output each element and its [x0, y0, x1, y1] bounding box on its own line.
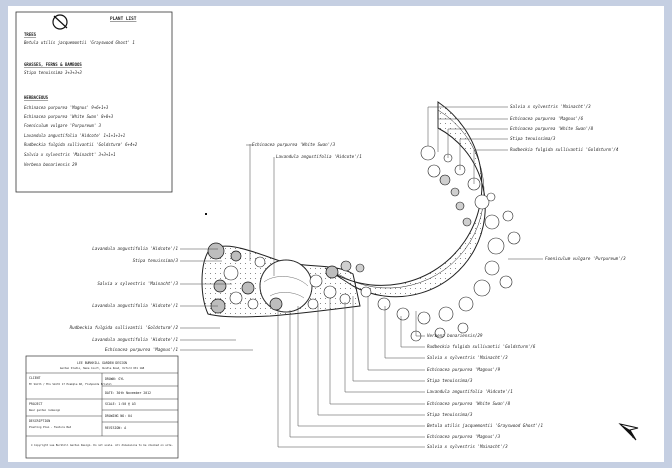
plant-item: Foeniculum vulgare 'Purpureum' 3: [24, 123, 102, 128]
title-block: LEE BURKHILL GARDEN DESIGN Garden Studio…: [25, 355, 179, 459]
plant-list: PLANT LIST TREES Betula utilis jacquemon…: [15, 11, 173, 193]
company-address: Garden Studio, Nene Court, Oundle Road, …: [60, 366, 145, 370]
plant-label: Betula utilis jacquemontii 'Grayswood Gh…: [427, 423, 543, 428]
plant-item: Betula utilis jacquemontii 'Grayswood Gh…: [24, 40, 135, 45]
plant-label: Stipa tenuissima/3: [427, 378, 473, 383]
plant-item: Echinacea purpurea 'Magnus' 9+6+1+3: [24, 105, 109, 110]
plant-item: Lavandula angustifolia 'Hidcote' 1+1+1+1…: [24, 133, 125, 138]
leader-lines: [180, 106, 543, 448]
plant-label: Stipa tenuissima/3: [427, 412, 473, 417]
tb-value: DATE: 30th November 2012: [105, 391, 151, 395]
plant-label: Lavandula angustifolia 'Hidcote'/1: [427, 389, 513, 394]
section-heading: GRASSES, FERNS & BAMBOOS: [24, 62, 82, 67]
tb-value: REVISION: A: [105, 426, 126, 430]
tb-value: Rear garden redesign: [29, 408, 61, 412]
plant-label: Salvia x sylvestris 'Mainacht'/3: [510, 104, 591, 109]
north-arrow-icon: N: [618, 423, 639, 441]
plant-label: Echinacea purpurea 'White Swan'/8: [510, 126, 594, 131]
plant-label: Lavandula angustifolia 'Hidcote'/1: [276, 154, 362, 159]
plant-label: Verbena bonariensis/29: [427, 333, 483, 338]
plant-label: Echinacea purpurea 'White Swan'/3: [252, 142, 336, 147]
plant-label: Stipa tenuissima/3: [510, 136, 556, 141]
section-heading: TREES: [24, 32, 37, 37]
tb-value: DRAWING NO: 04: [105, 414, 132, 418]
plant-label: Rudbeckia fulgida sullivantii 'Goldsturm…: [427, 344, 536, 349]
plant-label: Lavandula angustifolia 'Hidcote'/1: [92, 337, 178, 342]
plant-item: Stipa tenuissima 3+3+3+3: [24, 70, 82, 75]
plant-item: Echinacea purpurea 'White Swan' 8+8+3: [24, 114, 114, 119]
tb-label: DESCRIPTION: [29, 419, 50, 423]
north-label: N: [632, 435, 634, 439]
plant-label: Rudbeckia fulgida sullivantii 'Goldsturm…: [70, 325, 179, 330]
plant-label: Lavandula angustifolia 'Hidcote'/1: [92, 246, 178, 251]
tb-value: Mr Smith / Mrs Smith 17 Example Rd, Fish…: [29, 382, 112, 386]
plant-label: Salvia x sylvestris 'Mainacht'/3: [427, 355, 508, 360]
plant-item: Verbena bonariensis 29: [24, 162, 78, 167]
section-heading: HERBACEOUS: [24, 95, 49, 100]
plant-label: Echinacea purpurea 'Magnus'/6: [510, 116, 584, 121]
copyright: © Copyright Lee Burkhill Garden Design. …: [31, 443, 173, 447]
drawing-sheet: PLANT LIST TREES Betula utilis jacquemon…: [8, 6, 664, 462]
company-name: LEE BURKHILL GARDEN DESIGN: [77, 361, 127, 365]
plant-item: Salvia x sylvestris 'Mainacht' 3+3+1+1: [24, 152, 116, 157]
tb-value: Planting Plan - Feature Bed: [29, 425, 72, 429]
tb-label: PROJECT: [29, 402, 43, 406]
plant-label: Foeniculum vulgare 'Purpureum'/3: [545, 256, 626, 261]
plant-label: Stipa tenuissima/3: [133, 258, 179, 263]
marker-dot: [205, 213, 207, 215]
plant-labels: Salvia x sylvestris 'Mainacht'/3 Echinac…: [70, 104, 627, 449]
planting-bed: [201, 101, 521, 342]
logo-icon: [52, 14, 68, 30]
tb-value: SCALE: 1:50 @ A3: [105, 402, 136, 406]
tb-label: CLIENT: [29, 376, 41, 380]
plant-item: Rudbeckia fulgida sullivantii 'Goldsturm…: [24, 142, 138, 147]
plant-label: Salvia x sylvestris 'Mainacht'/3: [427, 444, 508, 449]
tb-value: DRAWN: GYL: [105, 377, 124, 381]
planting-plan: PLANT LIST TREES Betula utilis jacquemon…: [15, 11, 639, 459]
plant-label: Rudbeckia fulgida sullivantii 'Goldsturm…: [510, 147, 619, 152]
plant-label: Echinacea purpurea 'Magnus'/9: [427, 367, 501, 372]
plant-list-title: PLANT LIST: [110, 16, 137, 22]
plant-label: Echinacea purpurea 'Magnus'/1: [105, 347, 178, 352]
plant-label: Echinacea purpurea 'Magnus'/3: [427, 434, 501, 439]
plant-label: Echinacea purpurea 'White Swan'/8: [427, 401, 511, 406]
plant-label: Lavandula angustifolia 'Hidcote'/1: [92, 303, 178, 308]
plant-label: Salvia x sylvestris 'Mainacht'/3: [97, 281, 178, 286]
